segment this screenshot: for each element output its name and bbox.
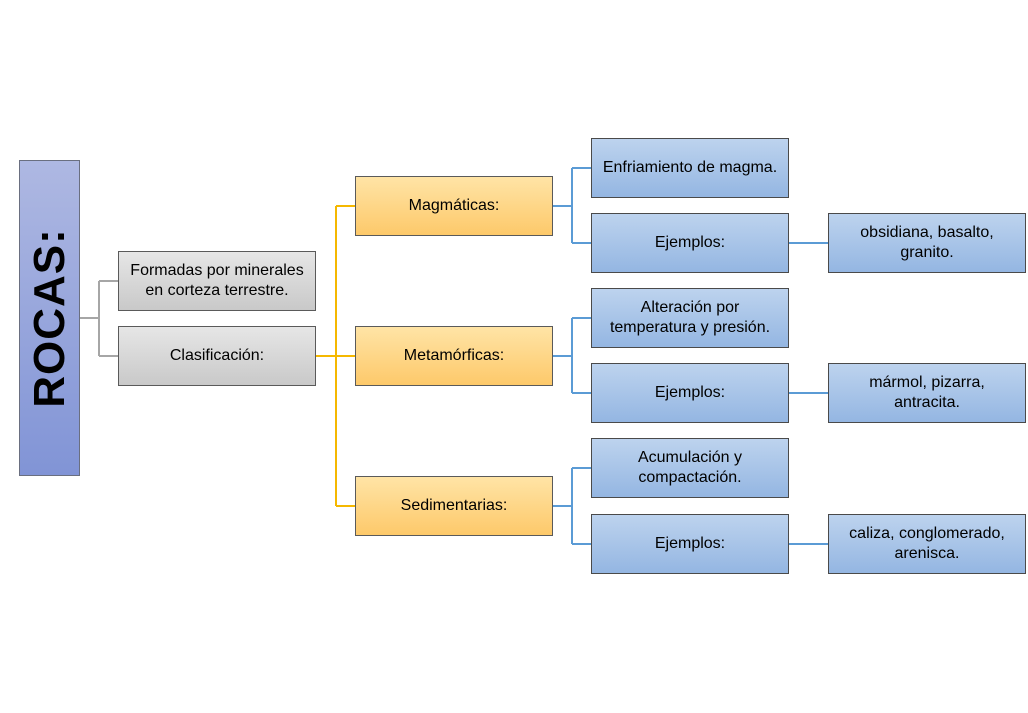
examples-text: caliza, conglomerado, arenisca. <box>849 525 1005 562</box>
examples-label-node-metamorficas: Ejemplos: <box>591 363 789 423</box>
examples-label: Ejemplos: <box>654 384 726 401</box>
origin-node-sedimentarias: Acumulación y compactación. <box>591 438 789 498</box>
type-node-metamorficas: Metamórficas: <box>355 326 553 386</box>
examples-connectors <box>789 242 828 545</box>
classification-connectors <box>316 205 355 507</box>
examples-text: mármol, pizarra, antracita. <box>869 374 985 411</box>
root-title: ROCAS: <box>24 228 74 408</box>
examples-list-node-sedimentarias: caliza, conglomerado, arenisca. <box>828 514 1026 574</box>
type-label: Sedimentarias: <box>400 497 508 514</box>
type-label: Metamórficas: <box>403 347 505 364</box>
origin-text: Alteración por temperatura y presión. <box>609 299 771 336</box>
type-label: Magmáticas: <box>408 197 500 214</box>
root-node: ROCAS: <box>19 160 80 476</box>
type-node-magmaticas: Magmáticas: <box>355 176 553 236</box>
definition-node: Formadas por minerales en corteza terres… <box>118 251 316 311</box>
classification-node: Clasificación: <box>118 326 316 386</box>
origin-node-metamorficas: Alteración por temperatura y presión. <box>591 288 789 348</box>
root-connectors <box>79 280 118 357</box>
type-connectors <box>553 167 591 545</box>
examples-label-node-magmaticas: Ejemplos: <box>591 213 789 273</box>
origin-text: Enfriamiento de magma. <box>602 159 778 176</box>
classification-text: Clasificación: <box>169 347 265 364</box>
examples-label: Ejemplos: <box>654 535 726 552</box>
origin-text: Acumulación y compactación. <box>637 449 743 486</box>
origin-node-magmaticas: Enfriamiento de magma. <box>591 138 789 198</box>
examples-label-node-sedimentarias: Ejemplos: <box>591 514 789 574</box>
examples-list-node-magmaticas: obsidiana, basalto, granito. <box>828 213 1026 273</box>
examples-list-node-metamorficas: mármol, pizarra, antracita. <box>828 363 1026 423</box>
type-node-sedimentarias: Sedimentarias: <box>355 476 553 536</box>
examples-text: obsidiana, basalto, granito. <box>860 224 994 261</box>
examples-label: Ejemplos: <box>654 234 726 251</box>
definition-text: Formadas por minerales en corteza terres… <box>130 262 304 299</box>
